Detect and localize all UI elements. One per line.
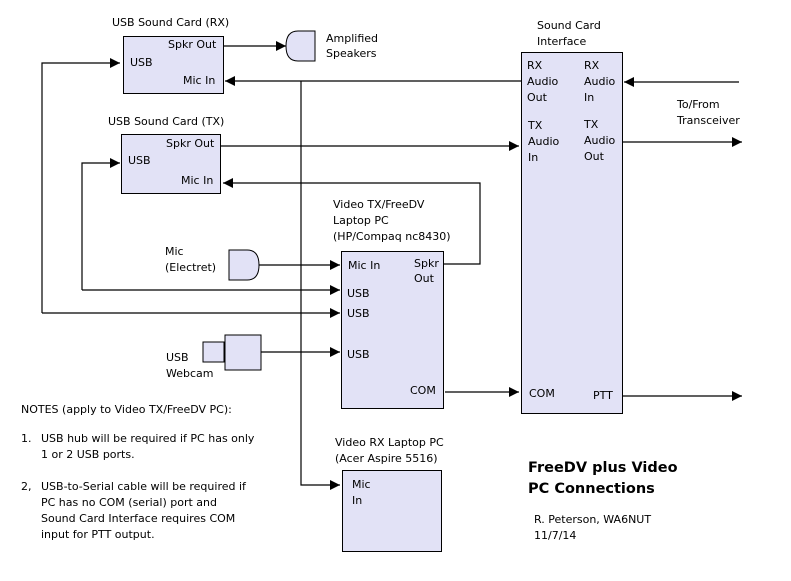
speakers-label-line2: Speakers <box>326 47 377 60</box>
interface-tx-in-line1: TX <box>528 119 543 132</box>
note-2-line2: PC has no COM (serial) port and <box>41 496 217 509</box>
interface-tx-audio-in: TX Audio In <box>528 118 559 166</box>
interface-tx-out-line1: TX <box>584 118 599 131</box>
tx-pc-title-line3: (HP/Compaq nc8430) <box>333 230 451 243</box>
wire-usb-to-tx-card <box>81 158 120 290</box>
tx-pc-title: Video TX/FreeDV Laptop PC (HP/Compaq nc8… <box>333 197 451 245</box>
rx-pc-in: In <box>352 494 363 507</box>
microphone-icon <box>228 249 260 281</box>
tx-pc-usb-1: USB <box>347 287 370 300</box>
rx-laptop-pc-box <box>342 470 442 552</box>
sound-card-interface-box <box>521 52 623 414</box>
diagram-title-line1: FreeDV plus Video <box>528 460 678 476</box>
rx-pc-title-line2: (Acer Aspire 5516) <box>335 452 438 465</box>
webcam-label-line1: USB <box>166 351 189 364</box>
webcam-label-line2: Webcam <box>166 367 214 380</box>
interface-title-line2: Interface <box>537 35 587 48</box>
speakers-label: Amplified Speakers <box>326 31 378 61</box>
interface-tx-out-line3: Out <box>584 150 604 163</box>
interface-ptt: PTT <box>593 389 613 402</box>
tx-card-mic-in: Mic In <box>181 174 214 187</box>
tx-pc-title-line1: Video TX/FreeDV <box>333 198 425 211</box>
rx-card-spkr-out: Spkr Out <box>168 38 217 51</box>
note-1-line1: USB hub will be required if PC has only <box>41 432 255 445</box>
speakers-label-line1: Amplified <box>326 32 379 45</box>
author-info: R. Peterson, WA6NUT 11/7/14 <box>534 512 651 544</box>
tx-pc-usb-3: USB <box>347 348 370 361</box>
interface-rx-audio-in: RX Audio In <box>584 58 615 106</box>
interface-com: COM <box>529 387 555 400</box>
interface-rx-audio-out: RX Audio Out <box>527 58 558 106</box>
tx-pc-spkr: Spkr <box>414 257 439 270</box>
transceiver-label-line1: To/From <box>677 98 720 111</box>
speakers-icon <box>285 30 316 62</box>
tx-card-title: USB Sound Card (TX) <box>108 115 225 128</box>
rx-pc-title-line1: Video RX Laptop PC <box>335 436 444 449</box>
note-2: 2, USB-to-Serial cable will be required … <box>21 479 246 543</box>
author-name: R. Peterson, WA6NUT <box>534 513 652 526</box>
rx-pc-mic: Mic <box>352 478 371 491</box>
interface-tx-in-line3: In <box>528 151 539 164</box>
note-2-line3: Sound Card Interface requires COM <box>41 512 236 525</box>
webcam-icon-body <box>224 334 262 371</box>
diagram-title-line2: PC Connections <box>528 481 655 497</box>
tx-pc-out: Out <box>414 272 434 285</box>
tx-laptop-pc-box <box>341 251 444 409</box>
interface-rx-in-line2: Audio <box>584 75 616 88</box>
tx-card-spkr-out: Spkr Out <box>166 137 215 150</box>
note-1-number: 1. <box>21 432 32 445</box>
note-1: 1. USB hub will be required if PC has on… <box>21 431 254 463</box>
note-2-line4: input for PTT output. <box>41 528 155 541</box>
webcam-icon-small <box>202 341 225 363</box>
mic-label-line1: Mic <box>165 245 184 258</box>
note-1-line2: 1 or 2 USB ports. <box>41 448 135 461</box>
notes-heading: NOTES (apply to Video TX/FreeDV PC): <box>21 403 232 416</box>
rx-sound-card-box <box>123 36 224 94</box>
interface-rx-in-line1: RX <box>584 59 600 72</box>
interface-tx-audio-out: TX Audio Out <box>584 117 615 165</box>
interface-rx-out-line1: RX <box>527 59 543 72</box>
note-2-number: 2, <box>21 480 32 493</box>
transceiver-label: To/From Transceiver <box>677 97 740 129</box>
interface-tx-in-line2: Audio <box>528 135 560 148</box>
transceiver-label-line2: Transceiver <box>677 114 740 127</box>
note-2-line1: USB-to-Serial cable will be required if <box>41 480 246 493</box>
tx-pc-mic-in: Mic In <box>348 259 381 272</box>
wire-usb-to-rx-card <box>41 58 120 313</box>
mic-label-line2: (Electret) <box>165 261 217 274</box>
mic-label: Mic (Electret) <box>165 244 216 276</box>
wire-pc-spkr-to-tx-card-mic <box>223 178 481 265</box>
rx-card-usb: USB <box>130 56 153 69</box>
interface-rx-out-line3: Out <box>527 91 547 104</box>
tx-card-usb: USB <box>128 154 151 167</box>
tx-sound-card-box <box>121 134 221 194</box>
rx-card-title: USB Sound Card (RX) <box>112 16 230 29</box>
interface-tx-out-line2: Audio <box>584 134 616 147</box>
tx-pc-com: COM <box>410 384 436 397</box>
author-date: 11/7/14 <box>534 529 577 542</box>
rx-pc-title: Video RX Laptop PC (Acer Aspire 5516) <box>335 435 444 467</box>
interface-title-line1: Sound Card <box>537 19 601 32</box>
interface-rx-in-line3: In <box>584 91 595 104</box>
rx-card-mic-in: Mic In <box>183 74 216 87</box>
interface-rx-out-line2: Audio <box>527 75 559 88</box>
diagram-title: FreeDV plus Video PC Connections <box>528 458 678 500</box>
tx-pc-title-line2: Laptop PC <box>333 214 389 227</box>
tx-pc-usb-2: USB <box>347 307 370 320</box>
webcam-label: USB Webcam <box>166 350 214 382</box>
wire-rx-audio-branch <box>300 81 340 490</box>
